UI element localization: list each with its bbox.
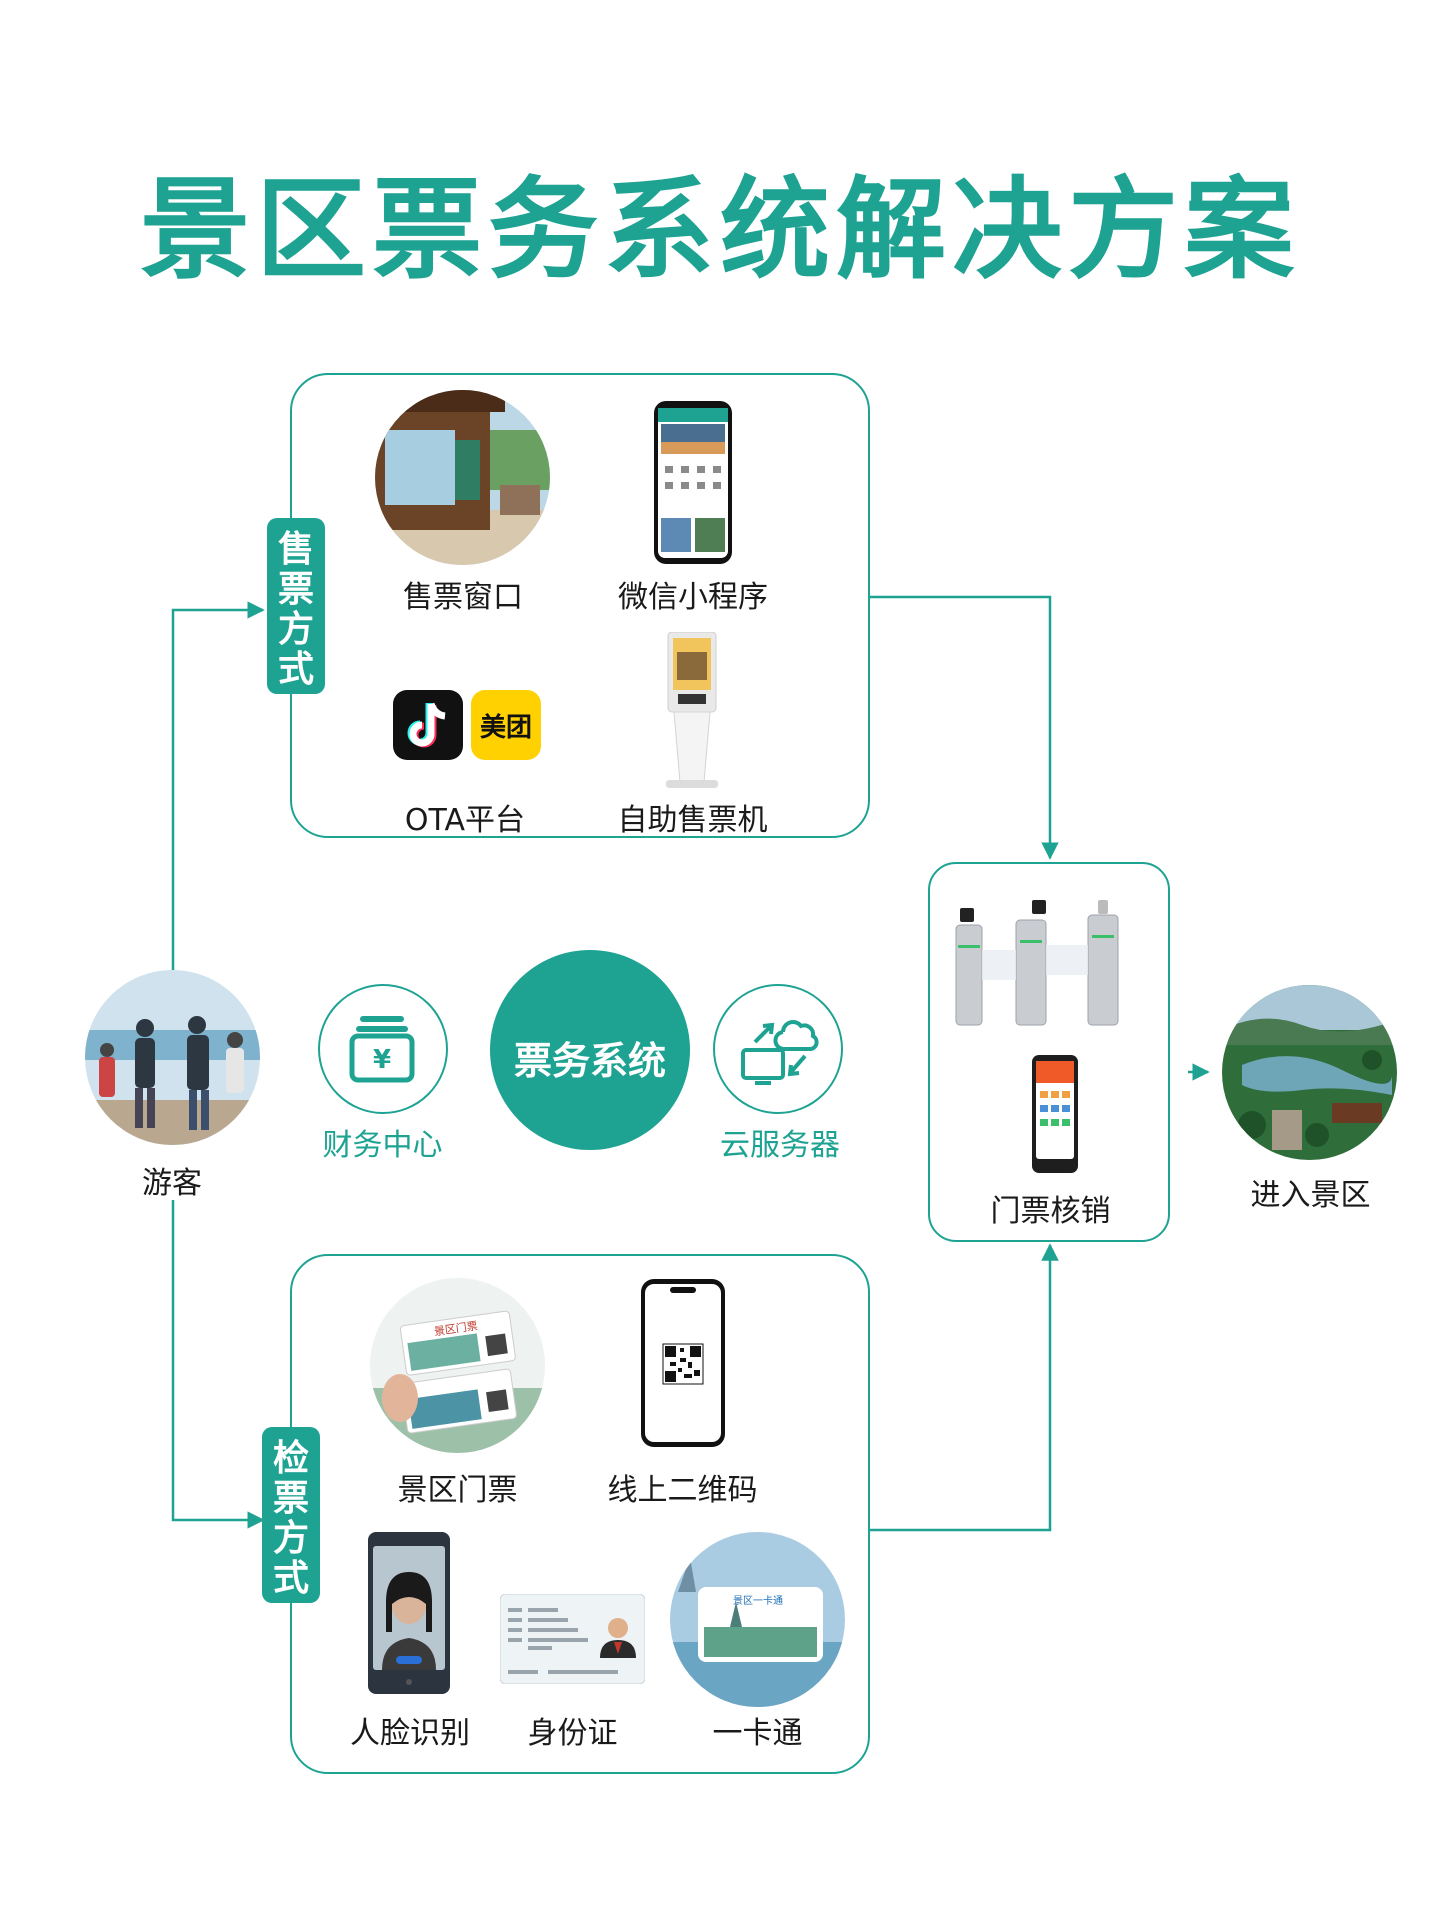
meituan-logo-text: 美团 [479,713,532,743]
wechat-miniprogram-label: 微信小程序 [618,580,768,615]
ota-platform-label: OTA平台 [404,803,526,838]
qrcode-phone [640,1278,726,1448]
tab-char: 方 [272,1518,309,1559]
finance-center-label: 财务中心 [322,1128,443,1163]
tab-char: 式 [277,649,314,690]
id-card [500,1594,645,1684]
tab-char: 票 [272,1478,309,1519]
face-recognition-label: 人脸识别 [350,1716,470,1751]
ticketing-system-core: 票务系统 [490,950,690,1150]
one-card-photo: 景区一卡通 [670,1532,845,1707]
self-service-kiosk [660,632,726,790]
paper-ticket-label: 景区门票 [397,1473,518,1508]
tab-char: 方 [277,609,314,650]
scenic-area-photo [1222,985,1397,1160]
one-card-brand: 景区一卡通 [733,1594,783,1607]
yen-stack-icon: ¥ [349,1016,415,1083]
paper-ticket-text: 景区门票 [433,1318,479,1338]
tab-char: 票 [277,569,314,610]
ticket-window-label: 售票窗口 [403,580,523,615]
handheld-pos-terminal [1032,1055,1078,1173]
page-title: 景区票务系统解决方案 [140,166,1300,294]
check-methods-tab: 检 票 方 式 [262,1427,320,1603]
cloud-sync-icon [741,1020,819,1085]
self-service-kiosk-label: 自助售票机 [617,803,768,838]
one-card-label: 一卡通 [712,1716,803,1751]
tab-char: 检 [272,1438,309,1479]
wechat-miniprogram-phone [653,400,733,565]
visitor-photo [85,970,260,1145]
tiktok-icon [393,690,463,760]
tab-char: 售 [277,529,314,570]
ticketing-system-label: 票务系统 [513,1039,666,1083]
tab-char: 式 [272,1558,309,1599]
paper-ticket-photo: 景区门票 [370,1278,545,1453]
finance-center-node: ¥ [318,984,448,1114]
svg-text:¥: ¥ [373,1045,391,1075]
visitor-label: 游客 [142,1166,202,1201]
qrcode-label: 线上二维码 [607,1473,758,1508]
sales-methods-panel [290,373,870,838]
cloud-server-label: 云服务器 [720,1128,840,1163]
ticket-verification-label: 门票核销 [990,1194,1111,1229]
ticket-window-photo [375,390,550,565]
meituan-icon: 美团 [471,690,541,760]
cloud-server-node [713,984,843,1114]
id-card-label: 身份证 [527,1716,618,1751]
enter-scenic-area-label: 进入景区 [1250,1178,1371,1213]
turnstile-gates [948,890,1153,1030]
sales-methods-tab: 售 票 方 式 [267,518,325,694]
face-recognition-terminal [368,1532,450,1694]
